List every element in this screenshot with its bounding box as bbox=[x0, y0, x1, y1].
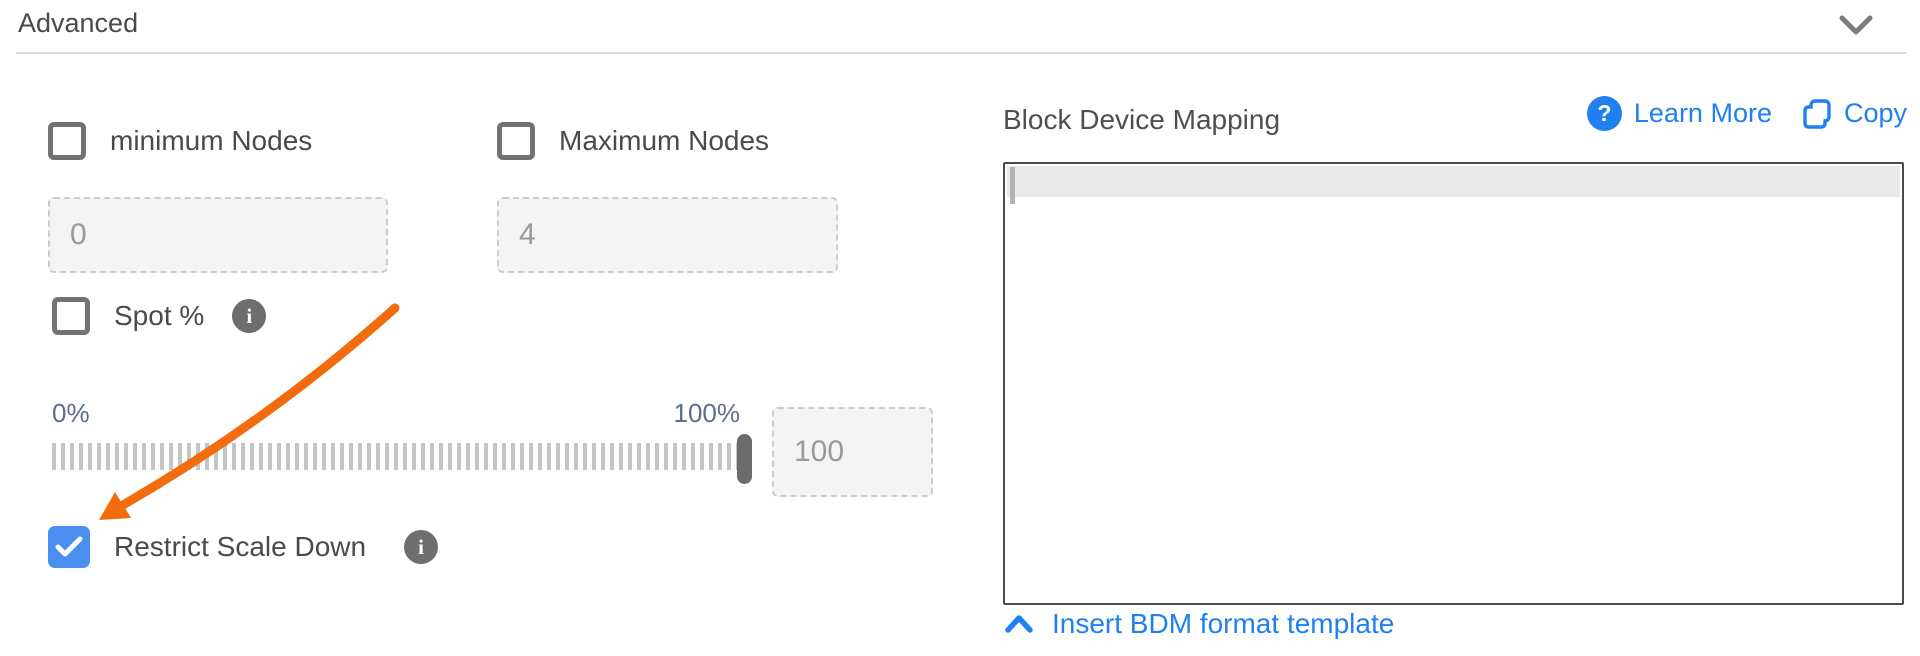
spot-pct-value-input[interactable] bbox=[772, 407, 933, 497]
slider-min-label: 0% bbox=[52, 398, 90, 428]
insert-bdm-template-link[interactable]: Insert BDM format template bbox=[1004, 608, 1394, 640]
spot-pct-checkbox[interactable] bbox=[52, 297, 90, 335]
learn-more-label: Learn More bbox=[1633, 98, 1772, 128]
max-nodes-row: Maximum Nodes bbox=[497, 122, 769, 160]
spot-slider-track[interactable] bbox=[52, 443, 753, 470]
min-nodes-row: minimum Nodes bbox=[48, 122, 312, 160]
spot-pct-row: Spot % i bbox=[52, 297, 267, 335]
restrict-scale-down-label: Restrict Scale Down bbox=[114, 531, 367, 562]
restrict-scale-down-row: Restrict Scale Down i bbox=[48, 526, 439, 568]
editor-active-line bbox=[1007, 166, 1900, 197]
max-nodes-input[interactable] bbox=[497, 197, 838, 273]
question-circle-icon: ? bbox=[1586, 96, 1622, 131]
orange-arrow-annotation bbox=[99, 303, 400, 520]
min-nodes-checkbox[interactable] bbox=[48, 122, 86, 160]
copy-icon bbox=[1803, 98, 1831, 129]
slider-max-label: 100% bbox=[673, 398, 741, 428]
spot-pct-label: Spot % bbox=[114, 300, 205, 331]
bdm-title: Block Device Mapping bbox=[1003, 104, 1281, 135]
copy-button[interactable]: Copy bbox=[1802, 98, 1907, 130]
learn-more-link[interactable]: ? Learn More bbox=[1586, 96, 1772, 131]
chevron-down-icon[interactable] bbox=[1838, 12, 1874, 38]
copy-label: Copy bbox=[1843, 98, 1907, 128]
spot-slider-handle[interactable] bbox=[737, 434, 752, 484]
bdm-links: ? Learn More Copy bbox=[1586, 96, 1907, 131]
section-divider bbox=[16, 52, 1907, 54]
min-nodes-label: minimum Nodes bbox=[110, 125, 313, 156]
restrict-scale-down-checkbox[interactable] bbox=[48, 526, 90, 568]
bdm-editor[interactable] bbox=[1003, 162, 1904, 605]
max-nodes-checkbox[interactable] bbox=[497, 122, 535, 160]
section-title-advanced: Advanced bbox=[18, 8, 139, 38]
info-icon[interactable]: i bbox=[404, 530, 439, 564]
editor-cursor bbox=[1010, 167, 1015, 204]
chevron-up-icon bbox=[1005, 615, 1033, 633]
insert-bdm-template-label: Insert BDM format template bbox=[1052, 608, 1395, 639]
min-nodes-input[interactable] bbox=[48, 197, 388, 273]
checkmark-icon bbox=[55, 536, 83, 557]
max-nodes-label: Maximum Nodes bbox=[559, 125, 770, 156]
info-icon[interactable]: i bbox=[232, 299, 267, 333]
